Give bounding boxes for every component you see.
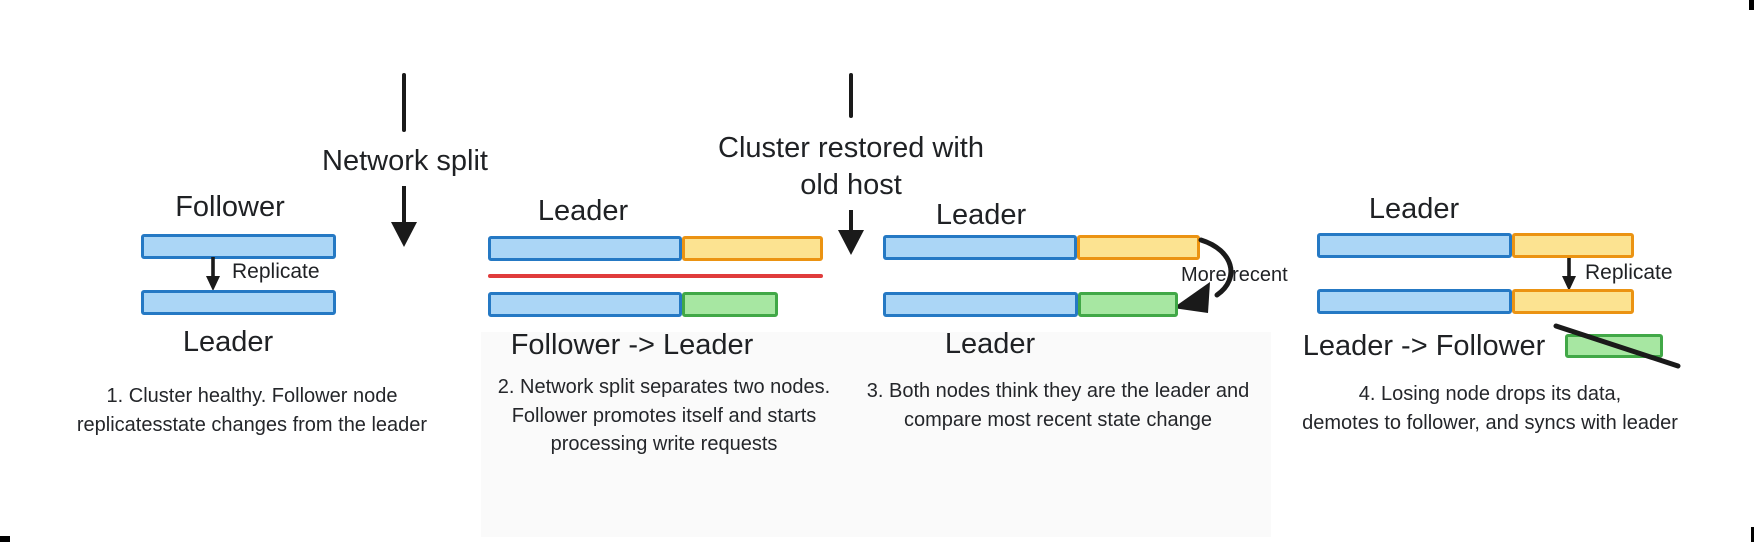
panel1-bottom-bar — [141, 290, 336, 315]
panel3-top-bar — [883, 235, 1200, 260]
background-artifact-region — [481, 332, 1271, 537]
panel1-top-bar — [141, 234, 336, 259]
panel3-bottom-label: Leader — [944, 328, 1036, 360]
panel3-bottom-bar-green-segment — [1078, 292, 1178, 317]
panel2-bottom-bar — [488, 292, 778, 317]
panel1-top-label: Follower — [175, 191, 285, 223]
panel2-caption-line2: Follower promotes itself and starts — [511, 404, 817, 427]
panel3-top-label: Leader — [935, 199, 1027, 231]
panel2-bottom-label: Follower -> Leader — [510, 329, 754, 361]
panel3-compare-curved-arrow-icon — [1173, 237, 1234, 313]
cluster-restored-line1: Cluster restored with — [718, 132, 984, 164]
cluster-restored-down-arrow-icon — [838, 210, 864, 255]
panel2-top-label: Leader — [537, 195, 629, 227]
panel4-replicate-label: Replicate — [1585, 261, 1673, 284]
panel3-caption: 3. Both nodes think they are the leader … — [853, 377, 1263, 434]
bottom-left-edge-mark — [0, 536, 10, 542]
panel4-caption-line1: 4. Losing node drops its data, — [1358, 383, 1622, 405]
top-right-edge-mark — [1749, 0, 1754, 10]
panel2-caption-line3: processing write requests — [550, 433, 778, 455]
network-split-top-line — [402, 73, 406, 132]
panel4-caption-line2: demotes to follower, and syncs with lead… — [1302, 411, 1678, 434]
panel3-bottom-bar — [883, 292, 1178, 317]
panel4-top-label: Leader — [1368, 193, 1460, 225]
panel4-strikethrough-line — [1553, 323, 1681, 369]
panel3-bottom-bar-blue-segment — [883, 292, 1078, 317]
panel1-bottom-bar-blue-segment — [141, 290, 336, 315]
panel1-replicate-arrow-icon — [206, 257, 220, 291]
panel4-replicate-arrow-icon — [1562, 258, 1576, 291]
panel4-bottom-bar — [1317, 289, 1634, 314]
panel1-caption: 1. Cluster healthy. Follower node replic… — [52, 382, 452, 439]
panel3-top-bar-blue-segment — [883, 235, 1077, 260]
panel4-top-bar-yellow-segment — [1512, 233, 1634, 258]
bottom-right-edge-mark — [1751, 527, 1754, 542]
panel2-top-bar — [488, 236, 823, 261]
panel4-bottom-label: Leader -> Follower — [1302, 330, 1546, 362]
network-split-label: Network split — [322, 145, 488, 177]
panel2-network-split-divider — [488, 274, 823, 278]
panel3-top-bar-yellow-segment — [1077, 235, 1200, 260]
panel4-top-bar-blue-segment — [1317, 233, 1512, 258]
panel2-bottom-bar-green-segment — [682, 292, 778, 317]
panel4-caption: 4. Losing node drops its data, demotes t… — [1290, 380, 1690, 437]
cluster-restored-line2: old host — [800, 169, 902, 201]
panel1-bottom-label: Leader — [182, 326, 274, 358]
network-split-down-arrow-icon — [391, 186, 417, 247]
panel1-replicate-label: Replicate — [232, 260, 320, 283]
panel4-bottom-bar-blue-segment — [1317, 289, 1512, 314]
cluster-restored-label: Cluster restored with old host — [701, 130, 1001, 204]
panel1-caption-line2: replicatesstate changes from the leader — [76, 413, 428, 436]
panel2-top-bar-yellow-segment — [682, 236, 823, 261]
panel2-caption: 2. Network split separates two nodes. Fo… — [464, 373, 864, 459]
panel3-caption-line2: compare most recent state change — [904, 408, 1212, 431]
panel3-more-recent-label: More recent — [1181, 264, 1288, 286]
panel2-top-bar-blue-segment — [488, 236, 682, 261]
panel4-top-bar — [1317, 233, 1634, 258]
panel1-caption-line1: 1. Cluster healthy. Follower node — [106, 385, 398, 407]
cluster-restored-top-line — [849, 73, 853, 118]
panel4-bottom-bar-yellow-segment — [1512, 289, 1634, 314]
panel1-top-bar-blue-segment — [141, 234, 336, 259]
panel2-caption-line1: 2. Network split separates two nodes. — [497, 376, 831, 398]
panel3-caption-line1: 3. Both nodes think they are the leader … — [866, 380, 1250, 402]
panel2-bottom-bar-blue-segment — [488, 292, 682, 317]
